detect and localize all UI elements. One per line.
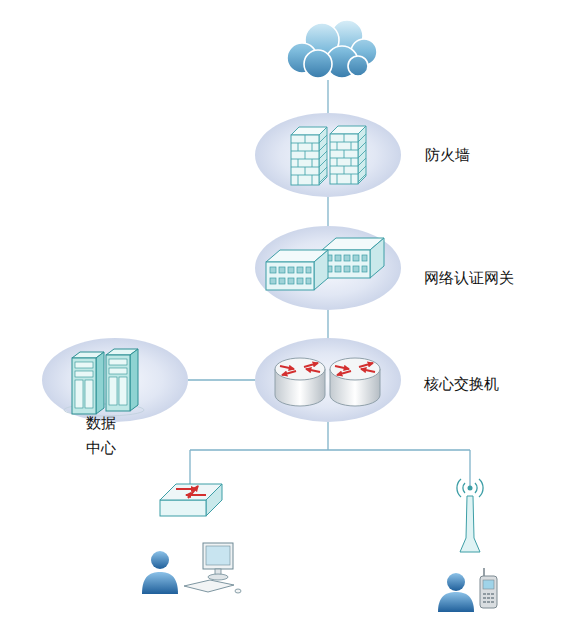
mobile-user-icon: [447, 573, 465, 591]
gateway-icon: [266, 250, 328, 290]
network-zone: 防火墙: [255, 113, 401, 197]
gateway-icon: [266, 238, 384, 290]
mobile-user-icon: [487, 593, 490, 595]
zone-ellipse: [255, 113, 401, 197]
zone-label: 网络认证网关: [424, 269, 514, 287]
mobile-user-icon: [491, 597, 494, 599]
zone-label: 核心交换机: [424, 375, 499, 393]
access-switch-icon: [160, 484, 222, 516]
internet-cloud: [348, 56, 368, 76]
pc-user-icon: [142, 543, 241, 594]
core-switch-icon: [330, 358, 380, 406]
access-switch-icon: [160, 500, 206, 516]
network-link: [188, 379, 255, 380]
zone-ellipse-fill: [255, 226, 401, 310]
zone-label: 防火墙: [425, 146, 470, 164]
internet-cloud: [326, 46, 358, 78]
internet-cloud: [304, 50, 332, 78]
network-link: [327, 310, 328, 338]
firewall-icon: [291, 127, 327, 185]
wireless-ap-icon: [475, 483, 477, 493]
core-switch-icon: [275, 358, 380, 406]
core-switch-icon: [275, 358, 325, 406]
mobile-user-icon: [483, 601, 486, 603]
firewall-icon: [291, 126, 366, 185]
mobile-user-icon: [480, 576, 497, 608]
layout-wire: [190, 422, 470, 486]
zone-ellipse: [255, 226, 401, 310]
pc-user-icon: [151, 551, 169, 569]
mobile-user-icon: [483, 580, 494, 589]
mobile-user-icon: [491, 593, 494, 595]
data-center-icon: [72, 352, 104, 414]
network-zone: 数据 中心: [42, 338, 188, 422]
network-link: [327, 197, 328, 226]
access-switch-icon: [206, 484, 222, 516]
data-center-icon: [106, 349, 138, 411]
zone-ellipse-fill: [255, 338, 401, 422]
pc-user-icon: [142, 572, 178, 594]
mobile-user-icon: [491, 601, 494, 603]
pc-user-icon: [203, 543, 233, 569]
access-switch-icon: [176, 488, 196, 490]
pc-user-icon: [206, 546, 230, 565]
data-center-icon: [64, 404, 144, 416]
gateway-icon: [322, 238, 384, 278]
internet-cloud: [331, 20, 363, 52]
zone-ellipse-fill: [255, 113, 401, 197]
mobile-user-icon: [438, 592, 474, 612]
mobile-user-icon: [487, 601, 490, 603]
wireless-ap-icon: [468, 486, 473, 491]
pc-user-icon: [215, 569, 221, 575]
network-zone: 网络认证网关: [255, 226, 401, 310]
zone-ellipse-fill: [42, 338, 188, 422]
layout-wire: [327, 80, 328, 113]
mobile-user-icon: [487, 597, 490, 599]
mobile-user-icon: [483, 568, 485, 577]
pc-user-icon: [235, 589, 241, 593]
access-switch-icon: [186, 494, 206, 496]
wireless-ap-icon: [457, 479, 461, 497]
data-center-icon: [64, 349, 144, 416]
internet-cloud: [287, 43, 317, 73]
internet-cloud: [305, 23, 339, 57]
access-switch-icon: [160, 484, 222, 500]
access-switch-icon: [188, 486, 198, 498]
mobile-user-icon: [438, 568, 497, 612]
internet-cloud: [287, 20, 377, 78]
internet-cloud: [351, 39, 377, 65]
zone-ellipse: [42, 338, 188, 422]
zone-label: 数据 中心: [86, 411, 120, 461]
firewall-icon: [330, 126, 366, 184]
wireless-ap-icon: [457, 479, 483, 552]
mobile-user-icon: [483, 593, 494, 603]
mobile-user-icon: [483, 597, 486, 599]
pc-user-icon: [208, 574, 228, 580]
zone-ellipse: [255, 338, 401, 422]
wireless-ap-icon: [479, 479, 483, 497]
wireless-ap-icon: [463, 483, 465, 493]
wireless-ap-icon: [460, 496, 480, 552]
mobile-user-icon: [483, 593, 486, 595]
pc-user-icon: [184, 580, 234, 592]
wireless-ap-icon: [457, 479, 483, 497]
network-zone: 核心交换机: [255, 338, 401, 422]
access-switch-icon: [176, 486, 206, 498]
